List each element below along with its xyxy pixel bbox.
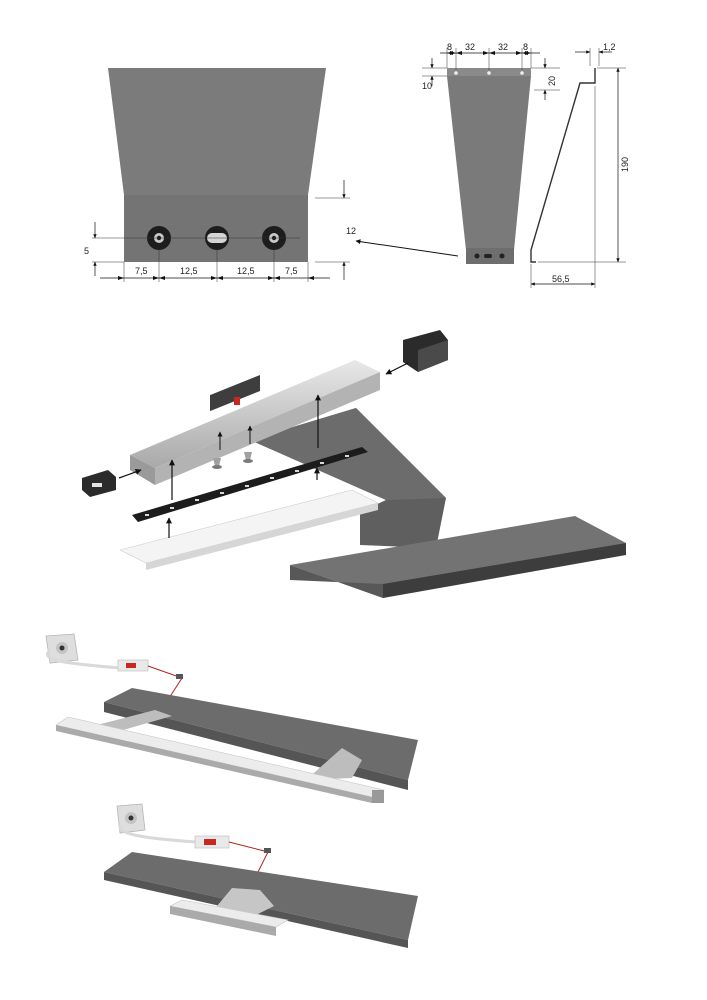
- installation-view-1: [45, 633, 418, 803]
- wall-socket-2: [116, 803, 146, 834]
- side-view: 8 32 32 8 10 20 1,2 190 56,5: [422, 42, 630, 288]
- bracket-1-left: [97, 710, 172, 732]
- led-strip: [132, 447, 368, 522]
- lamp-bar-2-top: [169, 899, 289, 928]
- dim-depth-label: 56,5: [552, 274, 570, 284]
- detail-view: 5 12 7,5 12,5 12,5 7,5: [84, 68, 356, 282]
- installation-view-2: [104, 803, 418, 948]
- mount-screw-left: [212, 458, 222, 469]
- dim-top-3: 32: [498, 42, 508, 52]
- dim-height-190-label: 190: [620, 157, 630, 172]
- dim-height-label: 12: [346, 226, 356, 236]
- arrow-end-cap-right: [385, 362, 409, 375]
- bracket-profile: [530, 68, 596, 263]
- arrow-end-cap-left: [118, 469, 142, 479]
- bracket-1-right: [306, 748, 362, 780]
- dim-top-left-label: 10: [422, 81, 432, 91]
- dim-offset-label: 5: [84, 246, 89, 256]
- lamp-mount-plate: [210, 374, 260, 412]
- lamp-bar-1-side: [56, 725, 372, 803]
- bracket-front: [447, 76, 531, 250]
- power-cable-2: [118, 824, 197, 844]
- mirror-shelf-front: [383, 543, 626, 598]
- dim-thickness-label: 1,2: [603, 42, 616, 52]
- mirror-shelf-top: [290, 516, 626, 598]
- mirror-shelf-side: [290, 565, 383, 598]
- end-cap-left: [82, 470, 116, 497]
- mount-screw-right: [243, 452, 253, 463]
- lamp-bar-2-side: [170, 906, 276, 936]
- dim-h-1: 7,5: [135, 266, 148, 276]
- led-strip-chips: [145, 455, 349, 516]
- lamp-profile-side: [155, 372, 380, 485]
- dim-top-right-label: 20: [547, 76, 557, 86]
- dim-top-4: 8: [523, 42, 528, 52]
- exploded-view: [82, 330, 626, 598]
- power-connector: [234, 397, 240, 405]
- lamp-bar-1-end: [372, 790, 384, 803]
- dim-h-4: 7,5: [285, 266, 298, 276]
- diffuser-cover-top: [119, 489, 379, 564]
- detail-leader-arrow: [355, 239, 459, 257]
- lamp-profile-end: [130, 455, 155, 485]
- diffuser-cover-edge: [146, 503, 378, 570]
- dim-h-2: 12,5: [180, 266, 198, 276]
- dim-top-1: 8: [447, 42, 452, 52]
- dim-h-3: 12,5: [237, 266, 255, 276]
- end-cap-right: [403, 330, 448, 372]
- dim-top-2: 32: [465, 42, 475, 52]
- lamp-profile-top: [130, 360, 380, 468]
- power-cable-1: [46, 648, 121, 670]
